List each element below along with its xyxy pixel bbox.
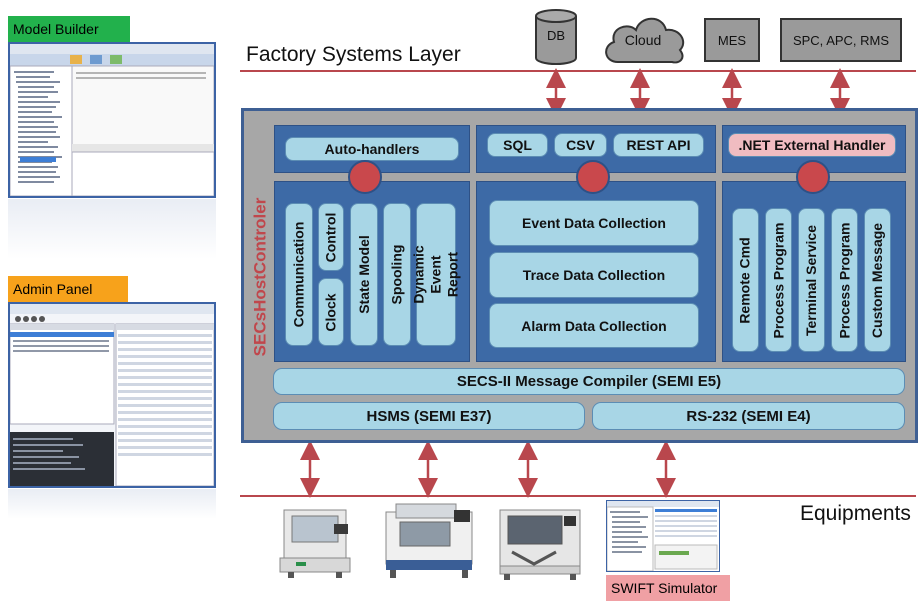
- item-clock: Clock: [318, 278, 344, 346]
- center-connector-node: [576, 160, 610, 194]
- model-builder-reflection: [8, 199, 216, 259]
- equipment-machine-2: [380, 500, 478, 580]
- item-state-model: State Model: [350, 203, 378, 346]
- model-builder-label: Model Builder: [8, 16, 130, 42]
- item-process-program-2: Process Program: [831, 208, 858, 352]
- admin-panel-screenshot: [8, 302, 216, 488]
- system-spc-box: SPC, APC, RMS: [780, 18, 902, 62]
- factory-layer-line: [240, 70, 916, 72]
- system-db-label: DB: [546, 28, 566, 43]
- controller-title: SECsHostControler: [248, 148, 272, 406]
- model-builder-window-image: [10, 44, 214, 196]
- system-mes-box: MES: [704, 18, 760, 62]
- swift-simulator-screenshot: [606, 500, 720, 572]
- event-data-collection: Event Data Collection: [489, 200, 699, 246]
- item-terminal-service: Terminal Service: [798, 208, 825, 352]
- cloud-icon: [600, 8, 690, 68]
- alarm-data-collection: Alarm Data Collection: [489, 303, 699, 348]
- item-control: Control: [318, 203, 344, 271]
- dotnet-handler-header: .NET External Handler: [728, 133, 896, 157]
- item-dynamic-event-report: Dynamic Event Report: [411, 203, 461, 346]
- admin-panel-window-image: [10, 304, 214, 486]
- right-connector-node: [796, 160, 830, 194]
- hsms-bar: HSMS (SEMI E37): [273, 402, 585, 430]
- model-builder-screenshot: [8, 42, 216, 198]
- secs-ii-compiler-bar: SECS-II Message Compiler (SEMI E5): [273, 368, 905, 395]
- item-remote-cmd: Remote Cmd: [732, 208, 759, 352]
- item-process-program-1: Process Program: [765, 208, 792, 352]
- rs232-bar: RS-232 (SEMI E4): [592, 402, 905, 430]
- admin-panel-reflection: [8, 489, 216, 519]
- admin-panel-label: Admin Panel: [8, 276, 128, 302]
- database-icon: [534, 8, 578, 66]
- factory-layer-title: Factory Systems Layer: [246, 43, 461, 66]
- auto-handlers-header: Auto-handlers: [285, 137, 459, 161]
- sql-header: SQL: [487, 133, 548, 157]
- system-cloud-label: Cloud: [624, 32, 662, 48]
- csv-header: CSV: [554, 133, 607, 157]
- controller-title-text: SECsHostControler: [250, 197, 269, 357]
- equipment-layer-title: Equipments: [800, 502, 911, 525]
- left-connector-node: [348, 160, 382, 194]
- rest-api-header: REST API: [613, 133, 704, 157]
- equipment-machine-1: [274, 502, 356, 580]
- system-spc-label: SPC, APC, RMS: [792, 32, 890, 48]
- system-mes-label: MES: [717, 32, 747, 48]
- trace-data-collection: Trace Data Collection: [489, 252, 699, 298]
- item-spooling: Spooling: [383, 203, 411, 346]
- item-communication: Communication: [285, 203, 313, 346]
- equipment-layer-line: [240, 495, 916, 497]
- equipment-machine-3: [494, 502, 586, 580]
- item-custom-message: Custom Message: [864, 208, 891, 352]
- swift-simulator-label: SWIFT Simulator: [606, 575, 730, 601]
